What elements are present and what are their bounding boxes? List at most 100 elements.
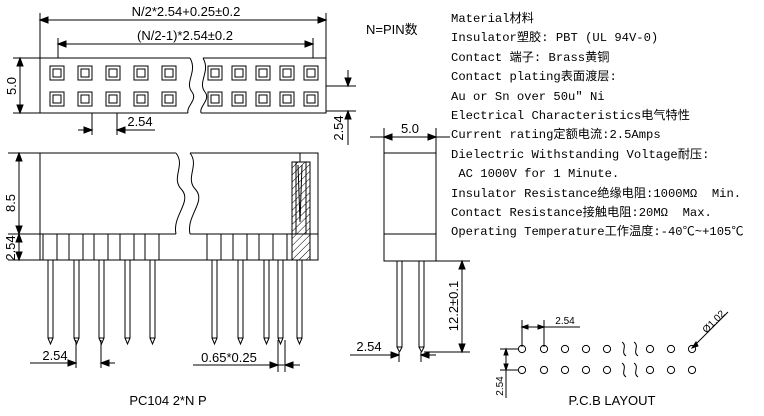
cavity	[207, 65, 223, 81]
cavity-inner	[52, 68, 62, 78]
cavity-inner	[136, 94, 146, 104]
cavity	[231, 65, 247, 81]
pcb-hole	[560, 344, 570, 354]
front-pins	[47, 259, 303, 346]
pin-tip	[263, 337, 270, 346]
pin	[98, 259, 105, 339]
pcb-hole	[645, 344, 655, 354]
pcb-hole	[666, 365, 676, 375]
cavity	[105, 91, 121, 107]
pin	[237, 259, 244, 339]
cavity-inner	[164, 94, 174, 104]
pin-pitch-dim: 2.54	[42, 348, 67, 363]
pcb-break-mark	[633, 341, 639, 357]
cavity-inner	[234, 68, 244, 78]
cavity	[303, 65, 319, 81]
pitch-span-dim: (N/2-1)*2.54±0.2	[137, 28, 233, 43]
cavity-inner	[306, 94, 316, 104]
pin-tip	[211, 337, 218, 346]
pin-tip	[296, 337, 303, 346]
cavity-inner	[108, 94, 118, 104]
top-right-pitch-dim: 2.54	[331, 115, 346, 140]
cavity-inner	[234, 94, 244, 104]
body-height-dim: 8.5	[3, 194, 18, 212]
spec-line: Electrical Characteristics电气特性	[451, 108, 690, 123]
spec-line: Contact plating表面渡层:	[451, 70, 617, 85]
spec-list: Material材料 Insulator塑胶: PBT (UL 94V-0) Con…	[451, 10, 763, 243]
cavity	[133, 91, 149, 107]
cavity	[255, 65, 271, 81]
pcb-hole	[581, 365, 591, 375]
cavity	[105, 65, 121, 81]
cavity-inner	[306, 68, 316, 78]
base-height-dim: 2.54	[3, 235, 18, 260]
pcb-hole	[560, 365, 570, 375]
pin	[47, 259, 54, 339]
cavity-inner	[282, 94, 292, 104]
side-width-dim: 5.0	[401, 121, 419, 136]
pcb-title: P.C.B LAYOUT	[569, 393, 656, 408]
pcb-hole	[687, 344, 697, 354]
spec-line: Contact Resistance接触电阻:20MΩ Max.	[451, 205, 712, 220]
cavity-inner	[80, 68, 90, 78]
spec-line: AC 1000V for 1 Minute.	[451, 167, 620, 182]
pin	[73, 259, 80, 339]
spec-line: Current rating定额电流:2.5Amps	[451, 128, 661, 143]
front-view: 8.5 2.54 2.54 0.65*0.25 PC104 2*N P	[3, 151, 319, 408]
pin	[149, 259, 156, 339]
cavity	[231, 91, 247, 107]
pin-tip	[237, 337, 244, 346]
pin	[277, 259, 284, 339]
spec-line: Operating Temperature工作温度:-40℃~+105℃	[451, 225, 744, 240]
pin-tip	[277, 337, 284, 346]
spec-line: Material材料	[451, 12, 534, 26]
part-title: PC104 2*N P	[129, 393, 206, 408]
top-height-dim: 5.0	[4, 77, 19, 95]
cavity	[49, 65, 65, 81]
pin-tip	[47, 337, 54, 346]
cavity	[49, 91, 65, 107]
hole-dia-dim: Ø1.02	[701, 308, 728, 335]
pcb-hole	[581, 344, 591, 354]
pin	[211, 259, 218, 339]
pcb-layout: 2.54 2.54 Ø1.02 P.C.B LAYOUT	[495, 308, 729, 408]
pin	[296, 259, 303, 339]
cavity	[279, 91, 295, 107]
overall-width-dim: N/2*2.54+0.25±0.2	[132, 4, 241, 19]
spec-line: Contact 端子: Brass黄铜	[451, 50, 610, 65]
spec-line: Insulator塑胶: PBT (UL 94V-0)	[451, 31, 659, 46]
cavity-inner	[164, 68, 174, 78]
pin-tip	[124, 337, 131, 346]
pcb-hole	[687, 365, 697, 375]
pcb-hole	[602, 344, 612, 354]
pin-length-dim: 12.2±0.1	[446, 281, 461, 332]
pin-size-dim: 0.65*0.25	[201, 350, 257, 365]
side-pitch-dim: 2.54	[356, 339, 381, 354]
pcb-break-mark	[621, 362, 627, 378]
pcb-break-mark	[633, 362, 639, 378]
cavity-inner	[210, 68, 220, 78]
top-pitch-dim: 2.54	[127, 114, 152, 129]
spec-line: Insulator Resistance绝缘电阻:1000MΩ Min.	[451, 186, 742, 201]
contact-cavities	[49, 65, 319, 107]
pcb-break-mark	[621, 341, 627, 357]
cavity	[207, 91, 223, 107]
cavity	[161, 91, 177, 107]
cavity-inner	[136, 68, 146, 78]
pcb-hole	[666, 344, 676, 354]
spec-line: Au or Sn over 50u" Ni	[451, 89, 605, 104]
pcb-pitch-h-dim: 2.54	[555, 316, 575, 327]
cavity	[279, 65, 295, 81]
base-segments	[42, 234, 288, 260]
cavity-inner	[108, 68, 118, 78]
cavity-inner	[52, 94, 62, 104]
pcb-holes	[517, 341, 697, 378]
top-view: N/2*2.54+0.25±0.2 (N/2-1)*2.54±0.2 5.0 2…	[4, 4, 356, 145]
pcb-hole	[645, 365, 655, 375]
cavity	[161, 65, 177, 81]
pin-tip	[149, 337, 156, 346]
pin-note: N=PIN数	[366, 22, 418, 37]
cavity	[133, 65, 149, 81]
cavity-inner	[80, 94, 90, 104]
